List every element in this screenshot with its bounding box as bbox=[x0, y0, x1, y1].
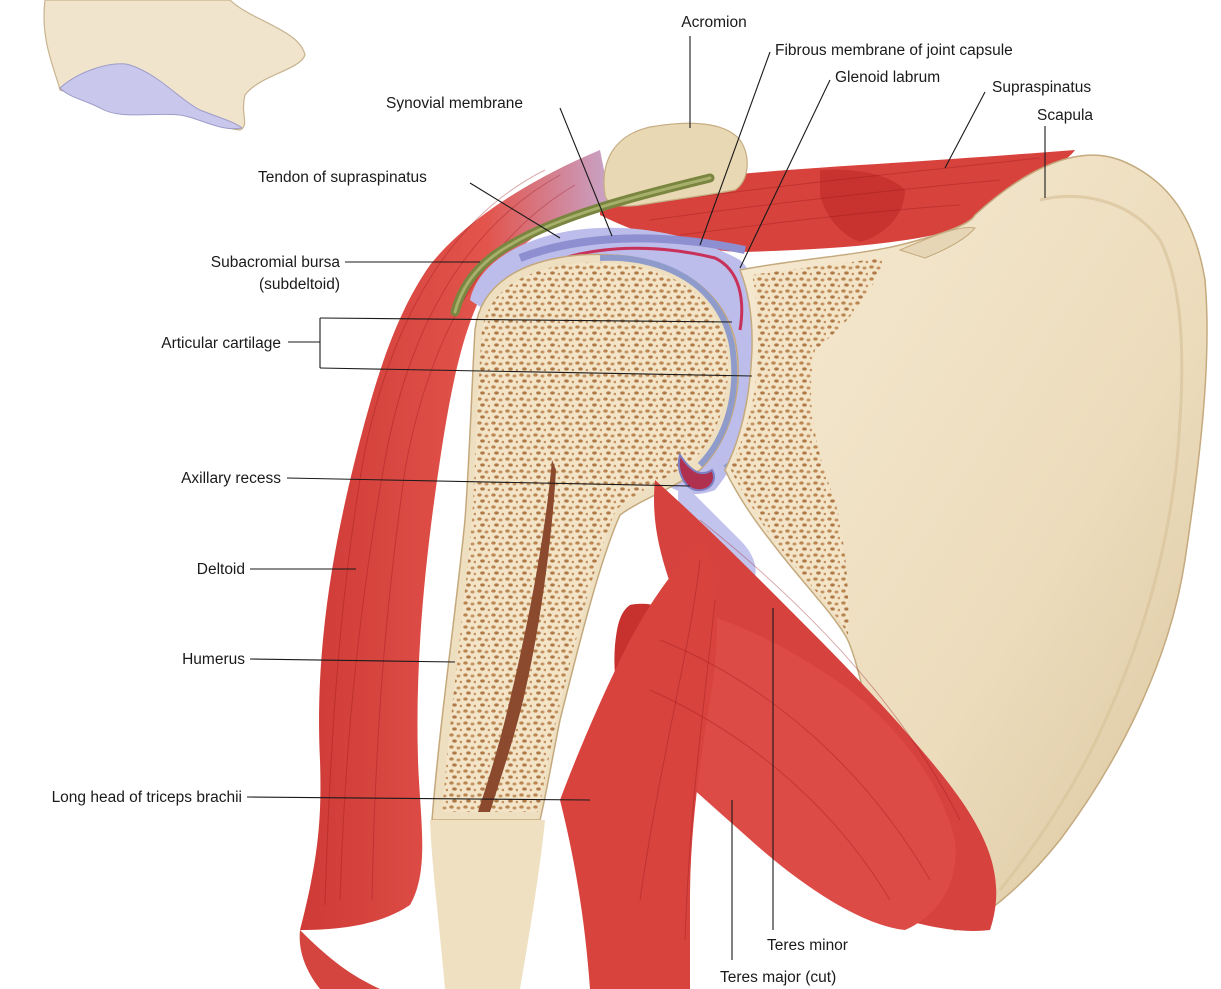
label-scapula: Scapula bbox=[1037, 107, 1093, 124]
label-teres-minor: Teres minor bbox=[767, 937, 848, 954]
inset-scapula-sketch bbox=[44, 0, 305, 130]
label-fibrous-membrane: Fibrous membrane of joint capsule bbox=[775, 42, 1013, 59]
label-teres-major: Teres major (cut) bbox=[720, 969, 836, 986]
label-articular-cartilage: Articular cartilage bbox=[161, 335, 281, 352]
label-deltoid: Deltoid bbox=[197, 561, 245, 578]
label-axillary-recess: Axillary recess bbox=[181, 470, 281, 487]
label-long-head-triceps: Long head of triceps brachii bbox=[52, 789, 242, 806]
label-acromion: Acromion bbox=[681, 14, 746, 31]
label-humerus: Humerus bbox=[182, 651, 245, 668]
label-synovial-membrane: Synovial membrane bbox=[386, 95, 523, 112]
label-glenoid-labrum: Glenoid labrum bbox=[835, 69, 940, 86]
label-subacromial-bursa-sub: (subdeltoid) bbox=[259, 276, 340, 293]
label-tendon-of-supraspinatus: Tendon of supraspinatus bbox=[258, 169, 427, 186]
label-supraspinatus: Supraspinatus bbox=[992, 79, 1091, 96]
label-subacromial-bursa: Subacromial bursa bbox=[211, 254, 341, 271]
